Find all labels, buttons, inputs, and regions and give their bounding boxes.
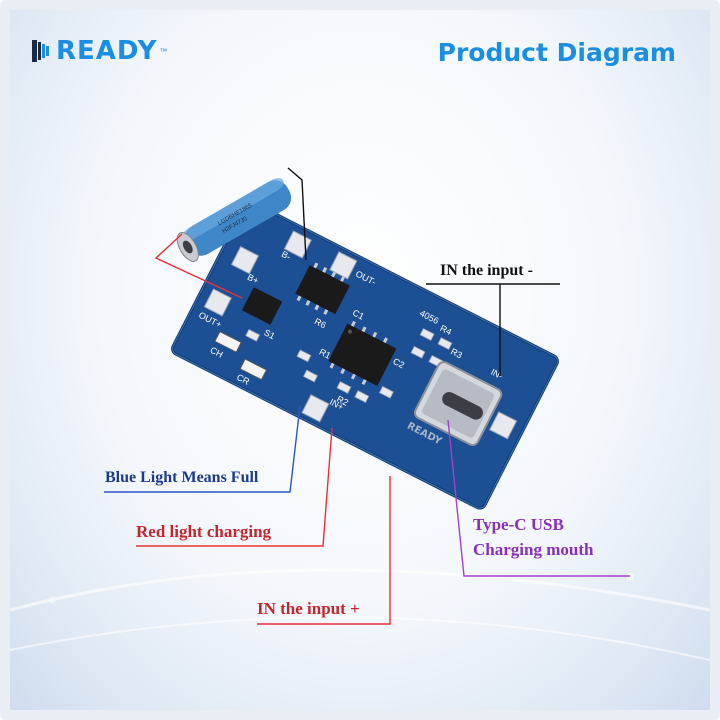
brand-name: READY xyxy=(56,36,158,66)
silk-r6: R6 xyxy=(313,316,328,330)
brand-logo-icon xyxy=(32,40,49,62)
tp4056-board: 4056 B- B+ OUT- OUT+ IN- IN+ R1 R2 R3 R4… xyxy=(171,200,559,510)
silk-c1: C1 xyxy=(351,308,366,322)
red-light-line xyxy=(136,427,333,547)
callout-typec-line1: Type-C USB xyxy=(473,515,564,534)
red-led xyxy=(239,358,268,381)
callout-red-light: Red light charging xyxy=(136,522,272,541)
silk-c2: C2 xyxy=(391,356,406,370)
diagram-canvas: 4056 B- B+ OUT- OUT+ IN- IN+ R1 R2 R3 R4… xyxy=(10,167,710,661)
battery-18650: LGDBHE1865 H2FJ47J0 xyxy=(176,178,292,262)
silk-r4: R4 xyxy=(439,323,454,337)
background-sparkles xyxy=(10,568,710,661)
pad-b-plus xyxy=(230,246,260,275)
silk-r3: R3 xyxy=(449,346,464,360)
page-title: Product Diagram xyxy=(437,38,676,67)
pad-in-minus xyxy=(488,411,518,440)
silk-s1: S1 xyxy=(262,327,276,341)
blue-led xyxy=(214,330,242,353)
usb-c-connector xyxy=(413,361,503,447)
silk-r2: R2 xyxy=(335,394,350,408)
battery-wire-red xyxy=(154,233,243,299)
callout-blue-light: Blue Light Means Full xyxy=(105,469,259,486)
callout-lines xyxy=(104,167,630,625)
protection-ic xyxy=(295,265,350,315)
pad-out-plus xyxy=(203,288,232,317)
callout-typec-line2: Charging mouth xyxy=(473,540,594,559)
silk-pin-b-plus: B+ xyxy=(246,272,261,286)
callout-in-minus: IN the input - xyxy=(440,262,533,279)
brand-trademark: ™ xyxy=(159,46,168,56)
brand-logo: READY ™ xyxy=(32,36,167,66)
typec-line xyxy=(447,419,630,577)
battery-wire-black xyxy=(287,167,307,261)
blue-light-line xyxy=(104,405,301,493)
callout-in-plus: IN the input + xyxy=(257,599,360,618)
pad-in-plus xyxy=(301,394,330,423)
silk-pin-b-minus: B- xyxy=(280,249,293,262)
mosfet-ic xyxy=(241,287,283,325)
in-plus-line xyxy=(257,476,391,625)
pad-out-minus xyxy=(329,251,358,280)
silk-r1: R1 xyxy=(318,347,333,361)
charger-ic-4056 xyxy=(328,323,397,386)
